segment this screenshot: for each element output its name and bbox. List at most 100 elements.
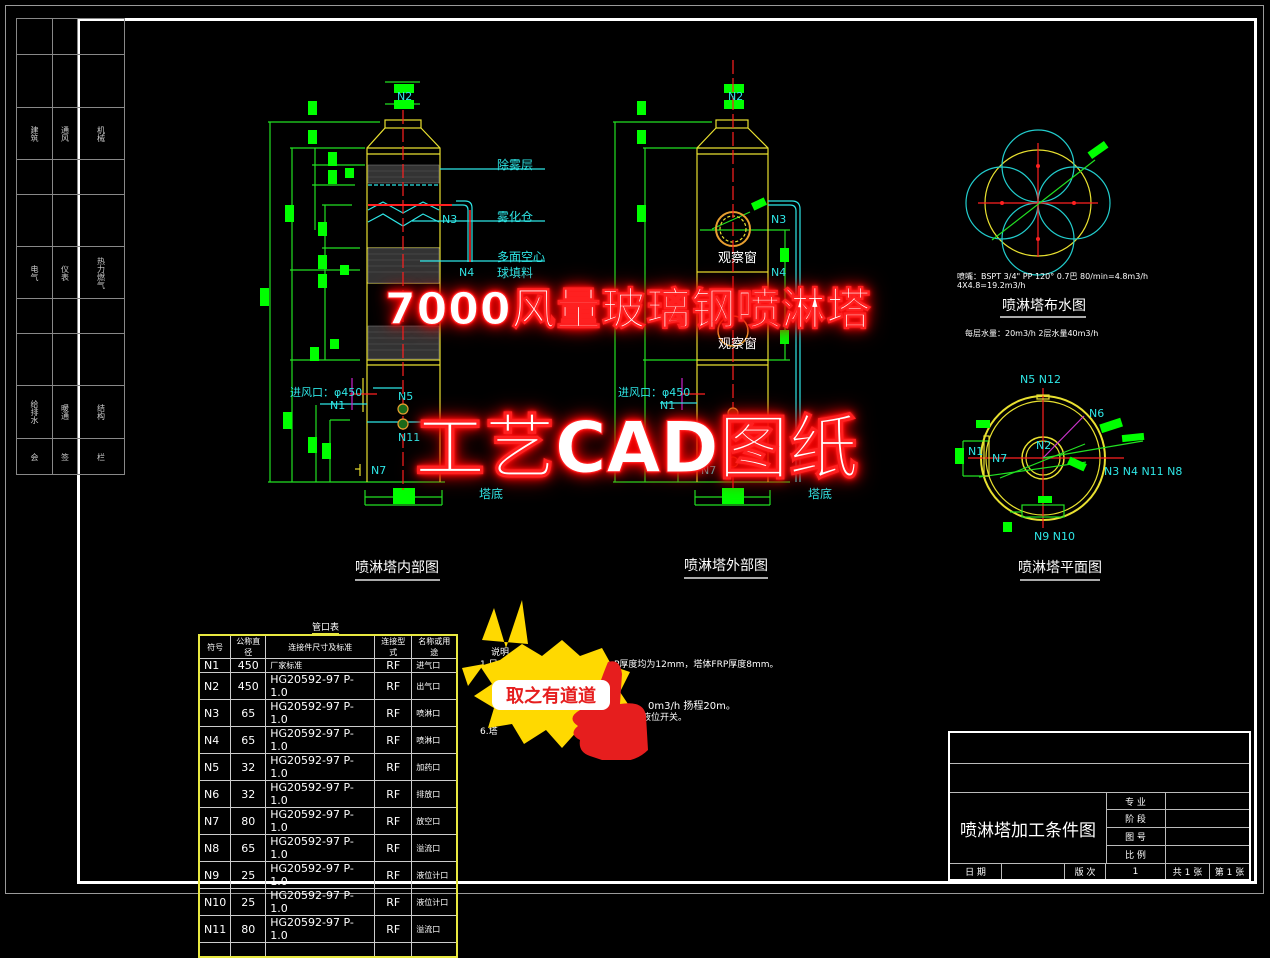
cell-dn: 25 <box>230 888 267 916</box>
cell-face: RF <box>374 861 413 889</box>
title-block-row-empty <box>950 763 1249 793</box>
field-value-discipline <box>1166 793 1249 810</box>
sheet-number: 第 1 张 <box>1210 863 1249 879</box>
cell-symbol: N10 <box>198 888 232 916</box>
table-row <box>198 942 458 958</box>
cell-face: RF <box>374 915 413 943</box>
cell-face: RF <box>374 834 413 862</box>
field-label-scale: 比 例 <box>1106 846 1166 863</box>
version-value: 1 <box>1106 863 1166 879</box>
demister-label: 除雾层 <box>497 158 534 172</box>
version-label: 版 次 <box>1065 863 1106 879</box>
cell-standard: HG20592-97 P-1.0 <box>265 672 376 700</box>
cell-face: RF <box>374 807 413 835</box>
cell-symbol: N11 <box>198 915 232 943</box>
col-header: 公称直径 <box>230 634 267 659</box>
cell-purpose: 排放口 <box>411 780 458 808</box>
signoff-cell: 电气 <box>16 246 53 299</box>
cell-symbol: N2 <box>198 672 232 700</box>
cell-purpose: 液位计口 <box>411 888 458 916</box>
cell-symbol <box>198 942 232 958</box>
plan-view-drawing <box>955 388 1145 581</box>
nozzle-spec-line2: 4X4.8=19.2m3/h <box>957 281 1026 290</box>
cell-standard: HG20592-97 P-1.0 <box>265 888 376 916</box>
date-value <box>1002 863 1065 879</box>
cell-standard: HG20592-97 P-1.0 <box>265 834 376 862</box>
nozzle-table-caption: 管口表 <box>312 620 340 634</box>
col-header: 名称或用途 <box>411 634 458 659</box>
cell-purpose: 进气口 <box>411 658 458 673</box>
packing-label-line2: 球填料 <box>497 266 534 280</box>
ext-nozzle-label-n2: N2 <box>728 90 744 103</box>
nozzle-label-n11: N11 <box>398 431 421 444</box>
water-distribution-title: 喷淋塔布水图 <box>1002 298 1086 314</box>
packing-label-line1: 多面空心 <box>497 250 546 264</box>
cell-standard: 厂家标准 <box>265 658 376 673</box>
title-block: 喷淋塔加工条件图 专 业 阶 段 图 号 比 例 日 期 版 次 1 共 1 张… <box>948 731 1251 881</box>
cell-standard: HG20592-97 P-1.0 <box>265 699 376 727</box>
cell-face: RF <box>374 672 413 700</box>
ext-base-label: 塔底 <box>808 487 833 501</box>
cell-face: RF <box>374 780 413 808</box>
field-label-discipline: 专 业 <box>1106 793 1166 810</box>
internal-view-title: 喷淋塔内部图 <box>355 557 439 581</box>
cell-standard: HG20592-97 P-1.0 <box>265 807 376 835</box>
signoff-cell: 通风 <box>52 107 78 160</box>
cell-standard <box>265 942 376 958</box>
cell-face: RF <box>374 699 413 727</box>
field-label-stage: 阶 段 <box>1106 810 1166 828</box>
cell-dn: 65 <box>230 699 267 727</box>
cell-dn: 65 <box>230 834 267 862</box>
cell-purpose: 溢流口 <box>411 915 458 943</box>
nozzle-spec-line1: 喷嘴：BSPT 3/4" PP 120° 0.7巴 80/min=4.8m3/h <box>957 272 1149 281</box>
cell-dn: 25 <box>230 861 267 889</box>
observation-window-lower-label: 观察窗 <box>718 337 758 352</box>
signoff-cell: 暖通 <box>52 385 78 439</box>
cell-symbol: N6 <box>198 780 232 808</box>
field-value-drawing-no <box>1166 828 1249 846</box>
cell-purpose: 喷淋口 <box>411 726 458 754</box>
plan-label-right: N3 N4 N11 N8 <box>1104 465 1183 478</box>
cell-purpose: 出气口 <box>411 672 458 700</box>
nozzle-label-n5: N5 <box>398 390 414 403</box>
overlay-title-sub: 工艺CAD图纸 <box>415 407 860 490</box>
cell-standard: HG20592-97 P-1.0 <box>265 861 376 889</box>
cell-dn: 450 <box>230 658 267 673</box>
signoff-cell: 热力燃气 <box>77 246 125 299</box>
plan-label-top: N5 N12 <box>1020 373 1061 386</box>
signoff-cell: 栏 <box>77 438 125 475</box>
notes-line6-start: 6.塔 <box>480 727 498 737</box>
plan-label-n7: N7 <box>992 452 1008 465</box>
nozzle-label-n3: N3 <box>442 213 458 226</box>
overlay-title-main: 7000风量玻璃钢喷淋塔 <box>384 284 872 336</box>
cell-standard: HG20592-97 P-1.0 <box>265 753 376 781</box>
col-header: 连接件尺寸及标准 <box>265 634 376 659</box>
cell-purpose: 溢流口 <box>411 834 458 862</box>
ext-inlet-label: 进风口：φ450 <box>618 386 691 399</box>
total-sheets: 共 1 张 <box>1166 863 1210 879</box>
cell-symbol: N1 <box>198 658 232 673</box>
signoff-cell: 签 <box>52 438 78 475</box>
cell-purpose: 液位计口 <box>411 861 458 889</box>
date-label: 日 期 <box>950 863 1002 879</box>
col-header: 符号 <box>198 634 232 659</box>
ext-nozzle-label-n4: N4 <box>771 266 787 279</box>
col-header: 连接型式 <box>374 634 413 659</box>
water-flow-note: 每层水量：20m3/h 2层水量40m3/h <box>965 329 1099 338</box>
field-label-drawing-no: 图 号 <box>1106 828 1166 846</box>
cad-linework <box>260 60 1145 581</box>
cell-symbol: N3 <box>198 699 232 727</box>
signoff-strip: 建筑 通风 机械 电气 仪表 热力燃气 给排水 暖通 结构 会 签 栏 <box>16 18 125 475</box>
outer-border <box>5 5 1264 894</box>
cell-symbol: N8 <box>198 834 232 862</box>
nozzle-label-n2: N2 <box>397 90 413 103</box>
cell-face: RF <box>374 888 413 916</box>
